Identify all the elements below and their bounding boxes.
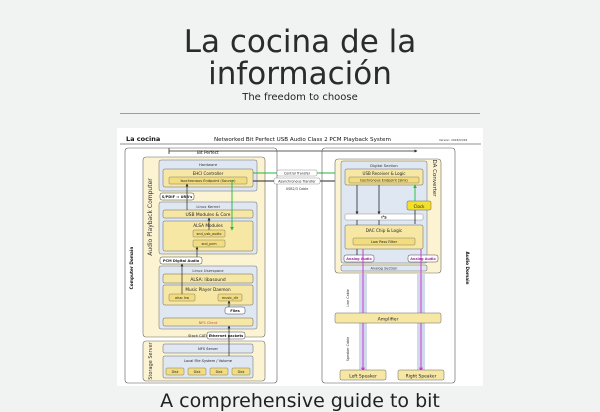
ethernet-packets-label: Ethernet packets xyxy=(209,334,244,338)
async-transfer-box xyxy=(273,177,321,185)
analog-audio-right-box xyxy=(407,254,439,263)
nfs-server-label: NFS Server xyxy=(198,347,218,351)
i2s-bus xyxy=(344,213,424,221)
alsa-libasound-label: ALSA: libasound xyxy=(190,277,226,283)
iso-endpoint-source-label: Isochronous Endpoint (Source) xyxy=(180,179,236,183)
header-divider xyxy=(120,113,480,114)
control-transfer-label: Control Transfer xyxy=(284,172,311,176)
async-transfer-label: Asynchronous Transfer xyxy=(278,180,316,184)
site-tagline: The freedom to choose xyxy=(242,92,358,103)
snd-pcm-label: snd_pcm xyxy=(201,242,217,246)
iso-endpoint-source-box xyxy=(168,176,248,185)
disk-4 xyxy=(231,367,251,376)
iso-endpoint-sink-box xyxy=(348,176,420,184)
music-player-daemon-label: Music Player Daemon xyxy=(185,287,231,292)
left-speaker-box xyxy=(339,369,387,381)
amplifier-label: Amplifier xyxy=(378,317,399,323)
disk-3 xyxy=(209,367,229,376)
digital-section-label: Digital Section xyxy=(370,163,398,168)
alsa-modules-label: ALSA Modules xyxy=(193,223,223,228)
spdif-label: S/PDIF ⇒ URB's xyxy=(162,195,193,199)
hardware-label: Hardware xyxy=(199,162,218,167)
dac-chip-label: DAC Chip & Logic xyxy=(366,228,403,233)
left-speaker-label: Left Speaker xyxy=(349,374,377,380)
analog-section-label: Analog Section xyxy=(371,267,398,271)
local-fs-box xyxy=(162,355,254,379)
control-transfer-box xyxy=(276,169,318,177)
post-heading: A comprehensive guide to bit xyxy=(160,390,440,412)
right-speaker-label: Right Speaker xyxy=(406,374,437,380)
pcm-digital-audio-label: PCM Digital Audio xyxy=(163,259,200,263)
snd-pcm-box xyxy=(192,239,226,248)
stack-cat6-label: Stack CAT6 xyxy=(188,334,209,338)
ethernet-packets-box xyxy=(206,331,246,340)
linux-kernel-label: Linux Kernel xyxy=(196,204,219,209)
speaker-cable-label: Speaker Cable xyxy=(346,337,350,362)
disk-2-label: Disk xyxy=(194,370,201,374)
i2s-label: I²S xyxy=(381,216,387,220)
alsa-libasound-box xyxy=(162,273,254,284)
music-dir-label: music_dir xyxy=(222,296,239,300)
nfs-client-label: NFS Client xyxy=(199,321,218,325)
usb-cable-label: USB2/3 Cable xyxy=(286,187,308,191)
files-label: Files xyxy=(230,309,240,313)
clock-box xyxy=(406,200,432,211)
diagram-version: Version: 2018/03/26 xyxy=(439,138,467,142)
analog-audio-left-label: Analog Audio xyxy=(346,257,372,261)
files-box xyxy=(224,306,246,315)
analog-audio-left-box xyxy=(343,254,375,263)
analog-audio-right-label: Analog Audio xyxy=(410,257,436,261)
amplifier-box xyxy=(334,312,442,324)
audio-system-diagram: La cocina Networked Bit Perfect USB Audi… xyxy=(117,128,483,386)
disk-1-label: Disk xyxy=(172,370,179,374)
spdif-box xyxy=(159,192,195,201)
local-fs-label: Local File System / Volume xyxy=(184,359,233,363)
site-title-line2: información xyxy=(208,56,392,92)
clock-label: Clock xyxy=(414,204,426,209)
nfs-client-box xyxy=(162,317,254,327)
computer-domain-box xyxy=(124,147,278,384)
low-pass-filter-box xyxy=(352,237,416,246)
disk-2 xyxy=(187,367,207,376)
ehci-controller-label: EHCI Controller xyxy=(193,171,224,176)
usb-modules-label: USB Modules & Core xyxy=(185,212,230,218)
low-pass-filter-label: Low Pass Filter xyxy=(371,240,398,244)
audio-domain-box xyxy=(321,147,456,384)
disk-3-label: Disk xyxy=(216,370,223,374)
site-title: La cocina de la información xyxy=(0,26,600,90)
audio-domain-label: Audio Domain xyxy=(465,252,470,285)
right-speaker-box xyxy=(397,369,445,381)
linux-userspace-label: Linux Userspace xyxy=(192,268,224,273)
alsa-hw-label: alsa: hw xyxy=(175,296,189,300)
diagram-corner-title: La cocina xyxy=(126,135,160,143)
storage-server-label: Storage Server xyxy=(148,341,154,379)
iso-endpoint-sink-label: Isochronous Endpoint (Sink) xyxy=(360,179,408,183)
snd-usb-audio-label: snd_usb_audio xyxy=(197,232,222,236)
bit-perfect-label: Bit Perfect xyxy=(197,150,219,155)
da-converter-label: DA Converter xyxy=(431,159,437,197)
audio-playback-computer-label: Audio Playback Computer xyxy=(147,178,154,256)
site-title-line1: La cocina de la xyxy=(183,24,417,60)
disk-4-label: Disk xyxy=(238,370,245,374)
usb-receiver-label: USB Receiver & Logic xyxy=(363,171,406,176)
nfs-server-box xyxy=(162,343,254,354)
diagram-title: Networked Bit Perfect USB Audio Class 2 … xyxy=(214,137,391,143)
line-cable-label: Line Cable xyxy=(346,289,350,307)
disk-1 xyxy=(165,367,185,376)
computer-domain-label: Computer Domain xyxy=(129,247,134,290)
